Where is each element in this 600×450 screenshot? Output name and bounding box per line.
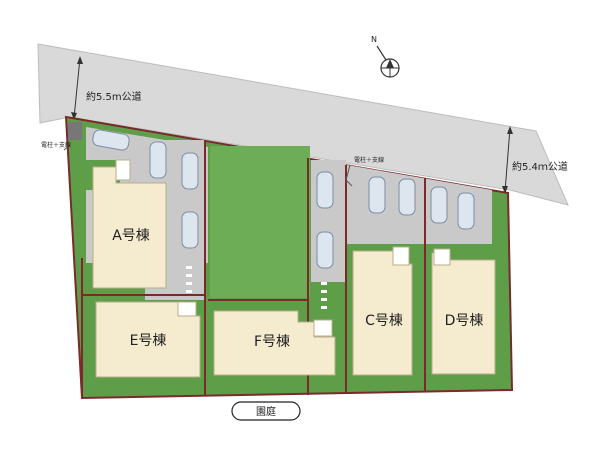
road-dimension-east <box>502 126 513 194</box>
utility-pole-right-label: 電柱＋支線 <box>354 156 384 164</box>
car <box>316 171 334 209</box>
building-c-label: C号棟 <box>365 313 403 329</box>
car <box>149 141 167 179</box>
building-d-label: D号棟 <box>445 313 484 329</box>
utility-pole-left-label: 電柱＋支線 <box>41 141 71 149</box>
park-label-box <box>231 401 301 421</box>
building-a-label: A号棟 <box>112 228 150 244</box>
building-f-label: F号棟 <box>254 334 290 350</box>
compass-north-letter: N <box>371 35 377 44</box>
building-d <box>431 248 496 375</box>
car <box>181 152 199 190</box>
public-road <box>37 43 569 206</box>
car <box>92 129 130 151</box>
compass-icon <box>376 45 400 78</box>
building-e-label: E号棟 <box>130 333 167 349</box>
road-width-north-label: 約5.5m公道 <box>86 90 142 103</box>
building-f <box>213 310 336 376</box>
lot-dividers <box>81 140 426 398</box>
car <box>316 231 334 269</box>
building-e <box>95 301 201 378</box>
utility-pole-right <box>345 164 353 187</box>
cars <box>92 129 475 269</box>
driveway-markings <box>186 266 327 309</box>
car <box>430 186 448 224</box>
car <box>368 176 386 214</box>
car <box>398 178 416 216</box>
utility-pole-left <box>63 122 82 151</box>
building-c <box>352 246 413 376</box>
park-label: 園庭 <box>256 405 276 418</box>
green-lot <box>210 146 310 298</box>
road-width-east-label: 約5.4ｍ公道 <box>512 160 568 173</box>
building-a <box>92 159 167 289</box>
car <box>181 211 199 249</box>
road-dimension-north <box>71 56 83 120</box>
car <box>457 192 475 230</box>
